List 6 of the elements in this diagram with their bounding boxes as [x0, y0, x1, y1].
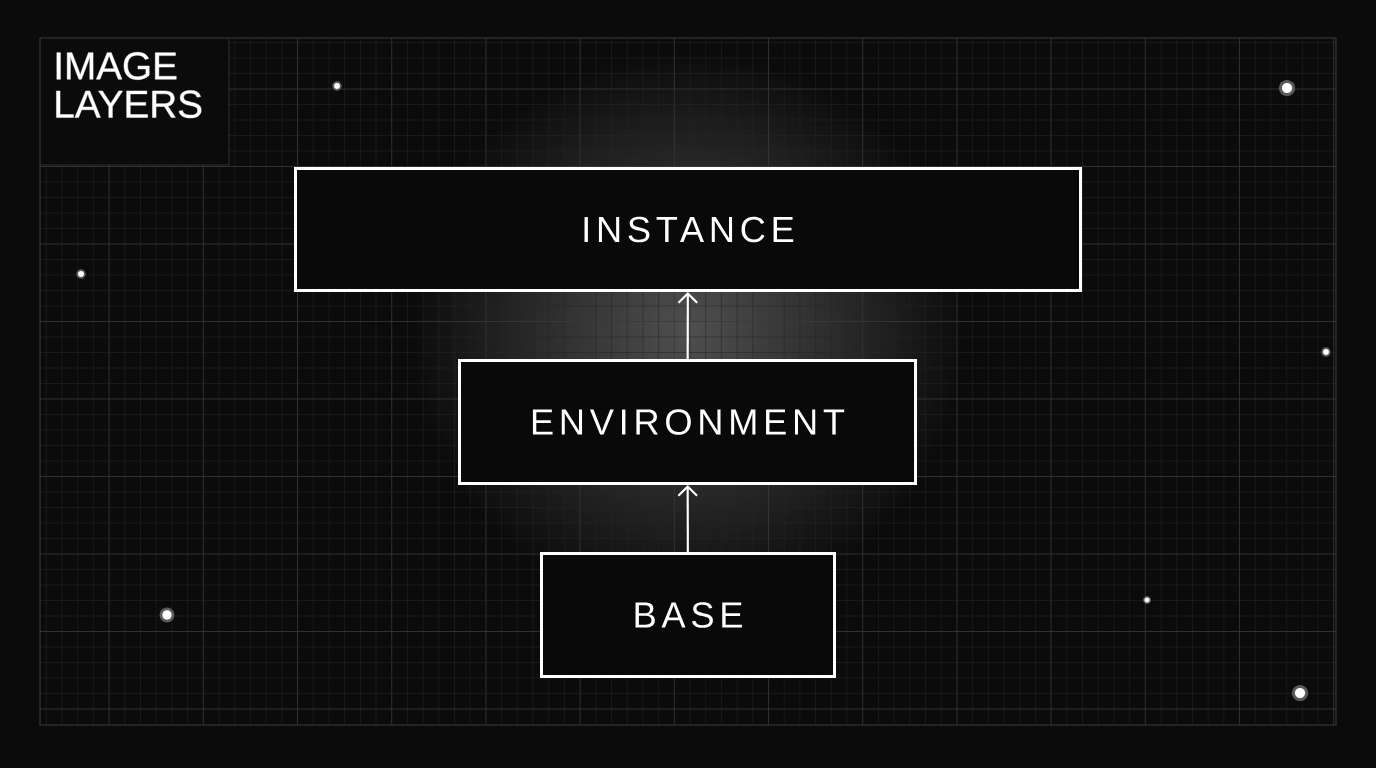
layer-box: ENVIRONMENT [458, 359, 917, 485]
layer-box: INSTANCE [294, 167, 1082, 292]
arrow [677, 292, 698, 359]
title: IMAGE LAYERS [56, 52, 202, 118]
arrow [677, 485, 698, 552]
layer-box: BASE [540, 552, 836, 678]
